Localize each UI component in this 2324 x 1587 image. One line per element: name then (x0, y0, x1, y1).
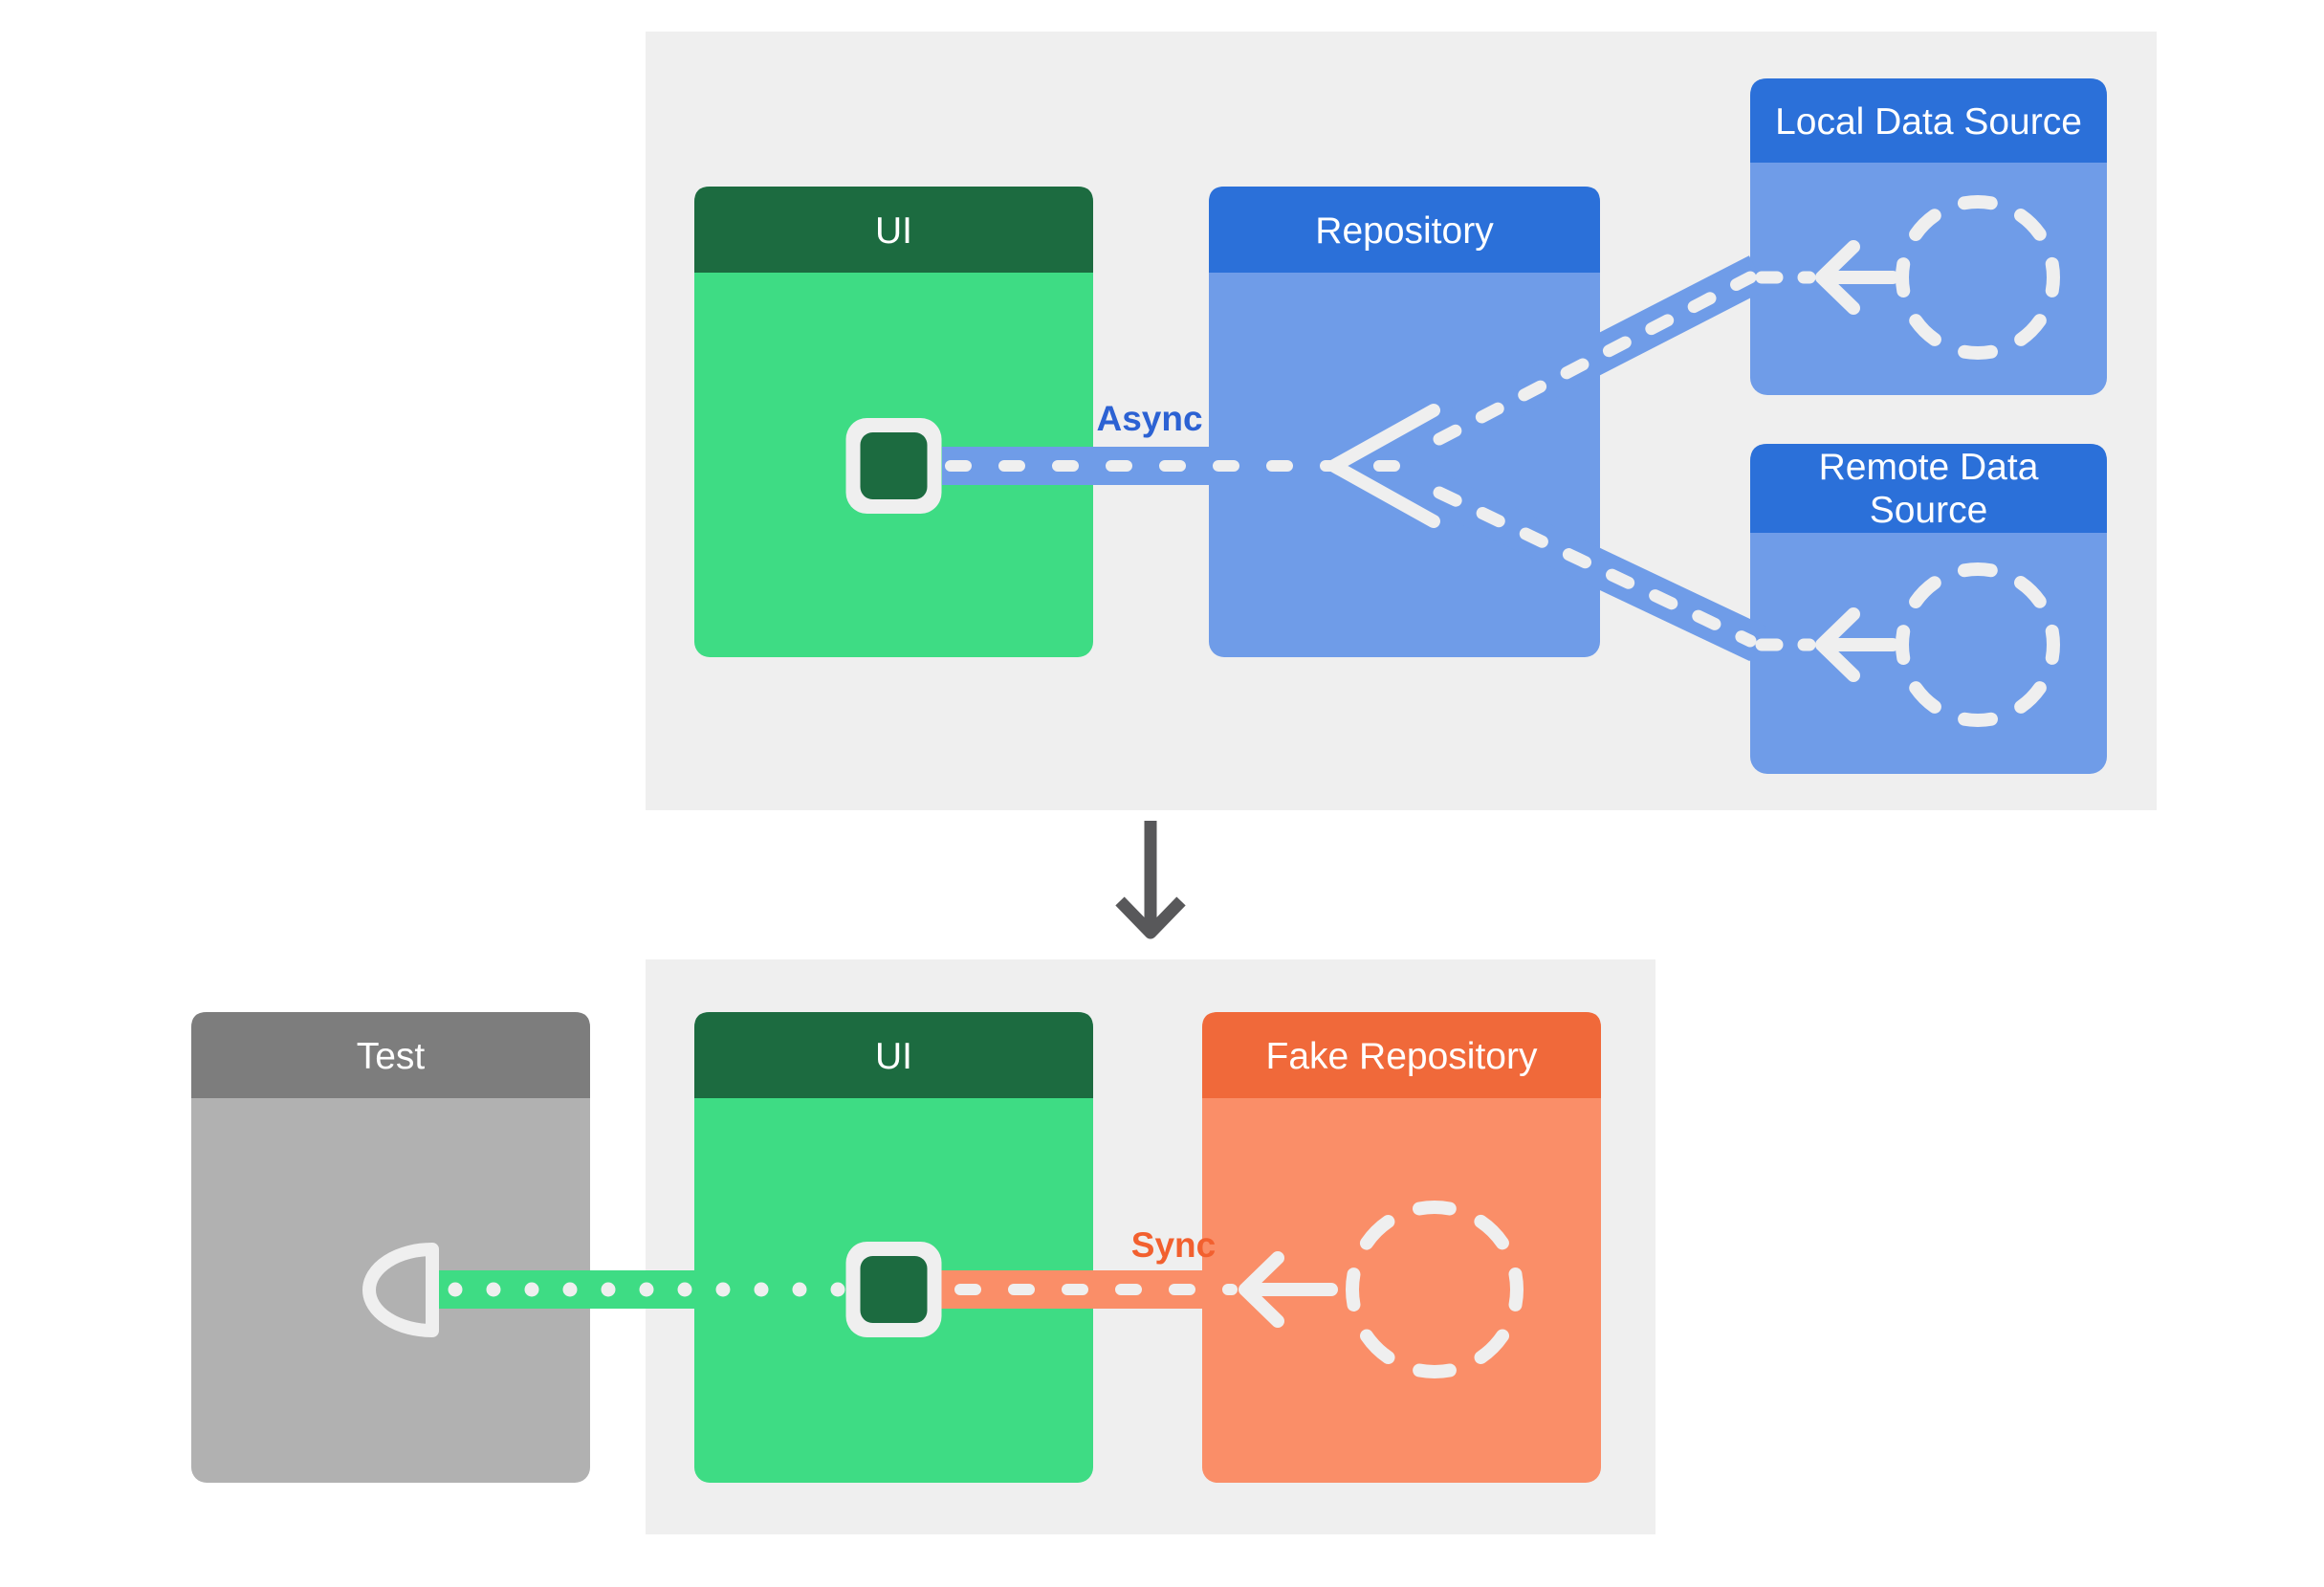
ui-box-bottom-header (694, 1012, 1093, 1098)
observer-square-icon-bottom-fill (860, 1256, 928, 1323)
fake-data-circle-icon (1346, 1201, 1524, 1378)
test-box-title: Test (357, 1036, 426, 1077)
test-socket-icon (362, 1243, 439, 1337)
ui-box-bottom-title: UI (875, 1036, 912, 1077)
fake-repository-box-body (1202, 1012, 1601, 1483)
test-box: Test (191, 1012, 590, 1483)
repository-box-header (1209, 187, 1600, 273)
local-data-source-box: Local Data Source (1750, 78, 2107, 395)
section-divider-arrow-icon (1115, 821, 1186, 939)
local-data-circle-icon (1896, 195, 2060, 360)
fake-repository-box-title: Fake Repository (1266, 1036, 1538, 1077)
local-branch-dashes (1433, 271, 1757, 446)
sync-label: Sync (1131, 1225, 1216, 1265)
test-box-header (191, 1012, 590, 1098)
sync-connector-band (940, 1270, 1270, 1309)
remote-data-circle-icon (1896, 562, 2060, 727)
observer-square-icon-top-fill (860, 432, 928, 499)
observer-square-icon-bottom (845, 1242, 942, 1337)
remote-data-source-box: Remote Data Source (1750, 444, 2107, 774)
fake-repository-box: Fake Repository (1202, 1012, 1601, 1483)
fake-repository-box-header (1202, 1012, 1601, 1098)
async-label: Async (1096, 399, 1202, 438)
observer-square-icon-top (845, 418, 942, 514)
repository-arrowhead-icon (1327, 404, 1440, 528)
ui-box-top-title: UI (875, 210, 912, 252)
repository-box-title: Repository (1315, 210, 1494, 252)
test-box-body (191, 1012, 590, 1483)
local-data-source-box-title: Local Data Source (1775, 101, 2082, 143)
remote-data-source-box-title-line1: Remote Data (1819, 447, 2039, 488)
local-arrow-icon (1815, 240, 1899, 315)
ui-box-top-header (694, 187, 1093, 273)
remote-branch-dashes (1433, 486, 1757, 648)
remote-arrow-icon (1815, 607, 1899, 682)
local-data-source-box-header (1750, 78, 2107, 163)
remote-data-source-box-title-line2: Source (1870, 490, 1988, 531)
fake-repository-arrow-icon (1239, 1251, 1338, 1328)
remote-data-source-box-header (1750, 444, 2107, 533)
